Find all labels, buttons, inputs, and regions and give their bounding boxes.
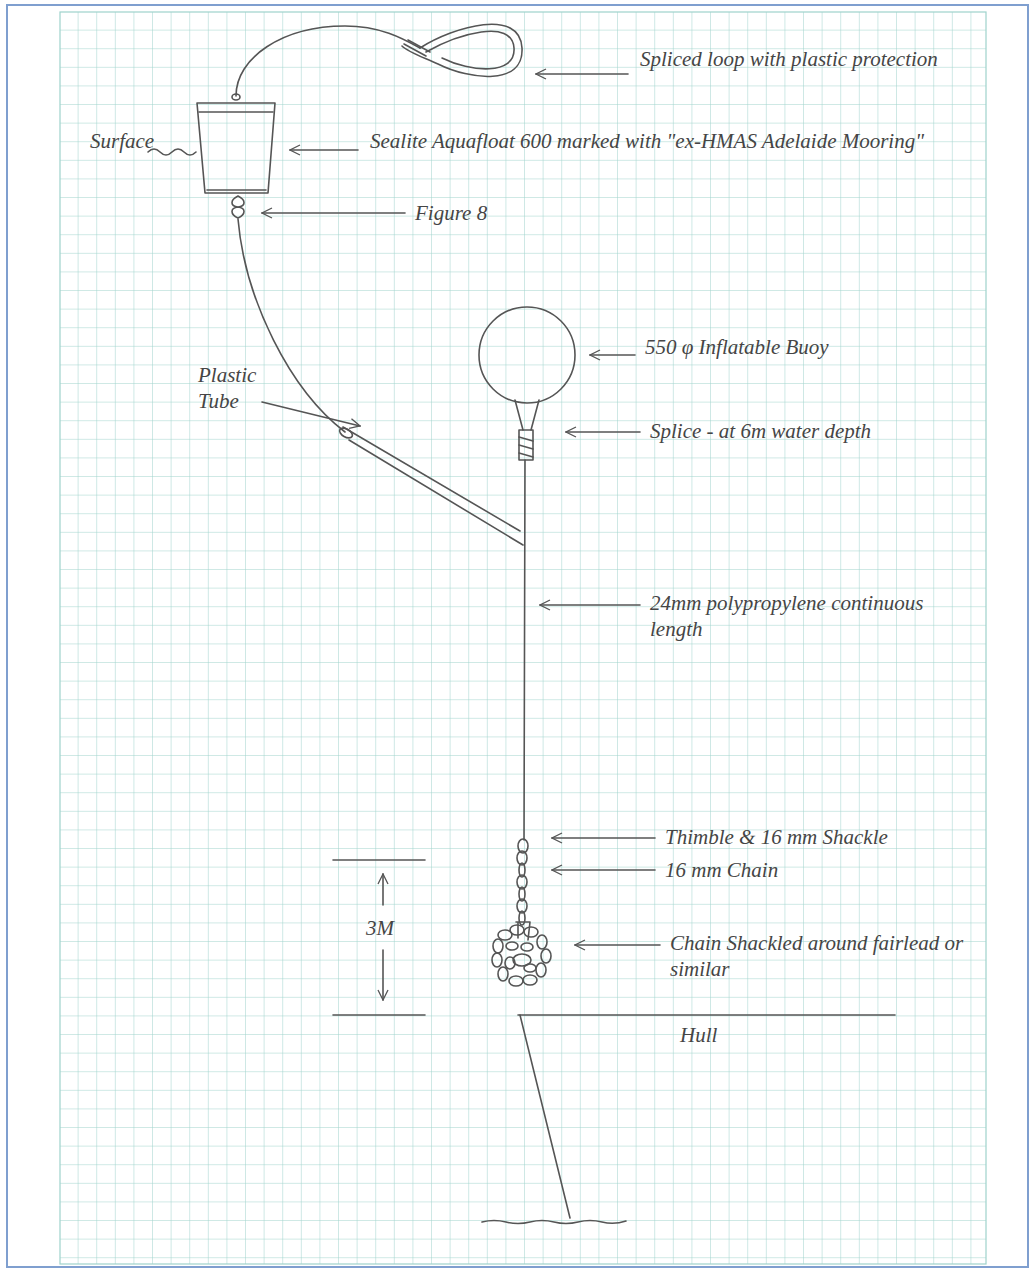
buoy-neck <box>515 400 539 430</box>
hull-deck <box>518 1014 895 1016</box>
figure-8-knot <box>232 196 244 218</box>
callout-label: Chain Shackled around fairlead or simila… <box>670 930 990 982</box>
leader-arrow <box>590 354 635 356</box>
leader-arrow <box>262 212 405 214</box>
splice <box>519 430 533 460</box>
float-band <box>199 112 273 190</box>
grid-edge <box>60 12 986 1264</box>
inflatable-buoy <box>479 307 575 403</box>
callout-label: Spliced loop with plastic protection <box>640 46 940 72</box>
callout-label: Hull <box>680 1022 717 1048</box>
callout-label: Surface <box>90 128 154 154</box>
aquafloat <box>197 103 275 193</box>
leader-arrow <box>566 431 640 433</box>
hull-side <box>520 1015 570 1218</box>
float-eye <box>232 94 240 100</box>
leader-arrow <box>536 73 628 75</box>
graph-paper <box>60 12 986 1264</box>
leader-arrow <box>262 402 360 426</box>
callout-label: Figure 8 <box>415 200 487 226</box>
water-surface <box>148 149 196 155</box>
rope <box>238 219 345 432</box>
leader-arrow <box>540 604 640 606</box>
polypropylene-line <box>524 460 525 840</box>
callout-label: 24mm polypropylene continuous length <box>650 590 980 642</box>
rope <box>236 26 420 96</box>
leader-arrow <box>552 869 655 871</box>
callout-label: 550 φ Inflatable Buoy <box>645 334 875 360</box>
splice <box>404 40 430 56</box>
chain-link <box>519 911 525 925</box>
callout-label: Plastic Tube <box>198 362 298 414</box>
frame-border <box>7 5 1028 1267</box>
dimension-arrow <box>382 874 384 905</box>
chain-coil <box>492 922 551 986</box>
callout-label: Sealite Aquafloat 600 marked with "ex-HM… <box>370 128 930 154</box>
dimension-line <box>333 860 425 1015</box>
dimension-arrow <box>382 950 384 1000</box>
plastic-tube <box>343 427 523 545</box>
callout-label: 16 mm Chain <box>665 857 778 883</box>
splice-wraps <box>519 437 533 457</box>
spliced-loop <box>402 24 522 76</box>
callout-label: Splice - at 6m water depth <box>650 418 980 444</box>
leader-arrow <box>552 837 655 839</box>
leader-arrow <box>290 149 358 151</box>
loop-protection <box>426 31 514 69</box>
seabed <box>482 1221 626 1224</box>
tube-end <box>338 426 354 440</box>
callout-label: Thimble & 16 mm Shackle <box>665 824 985 850</box>
leader-arrow <box>575 944 660 946</box>
callout-label: 3M <box>366 915 394 941</box>
